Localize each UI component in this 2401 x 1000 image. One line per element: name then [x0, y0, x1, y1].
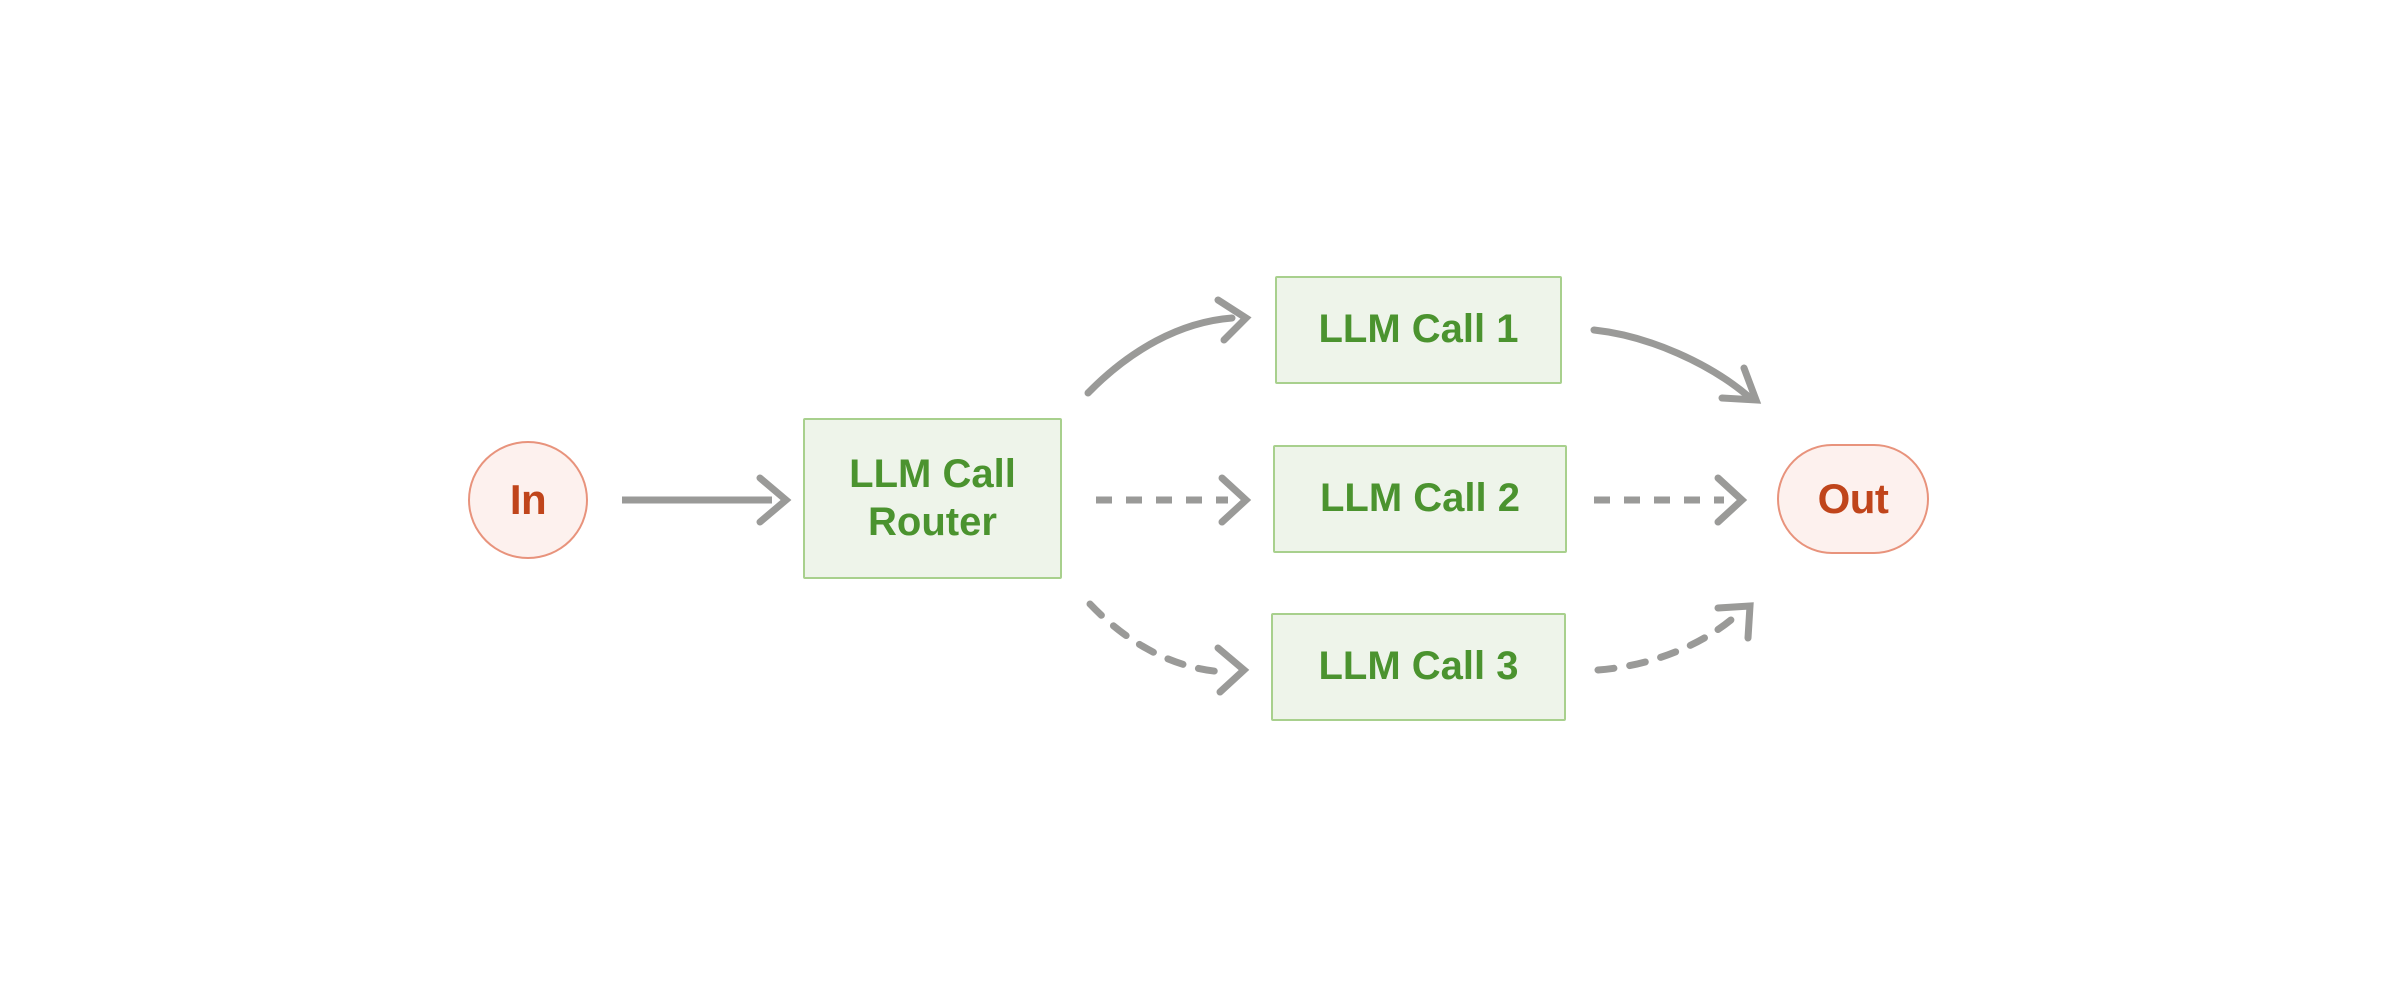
edge-call1-to-out	[1590, 326, 1762, 404]
node-llm-call-3-label: LLM Call 3	[1318, 644, 1519, 689]
node-llm-call-2-label: LLM Call 2	[1319, 476, 1521, 521]
node-llm-call-router[interactable]: LLM Call Router	[803, 418, 1062, 579]
edge-in-to-router	[622, 474, 792, 526]
node-llm-call-1-label: LLM Call 1	[1318, 307, 1519, 352]
node-out-label: Out	[1817, 475, 1889, 522]
node-out[interactable]: Out	[1777, 444, 1929, 554]
node-llm-call-router-label: LLM Call Router	[849, 452, 1016, 544]
edge-router-to-call1	[1084, 296, 1252, 397]
node-llm-call-1[interactable]: LLM Call 1	[1275, 276, 1562, 384]
node-in-label: In	[509, 476, 547, 523]
node-llm-call-3[interactable]: LLM Call 3	[1271, 613, 1566, 721]
edge-router-to-call3	[1086, 600, 1250, 696]
edge-router-to-call2	[1096, 474, 1252, 526]
edge-call2-to-out	[1594, 474, 1748, 526]
edge-call3-to-out	[1594, 602, 1754, 674]
node-in[interactable]: In	[468, 441, 588, 559]
node-llm-call-2[interactable]: LLM Call 2	[1273, 445, 1567, 553]
